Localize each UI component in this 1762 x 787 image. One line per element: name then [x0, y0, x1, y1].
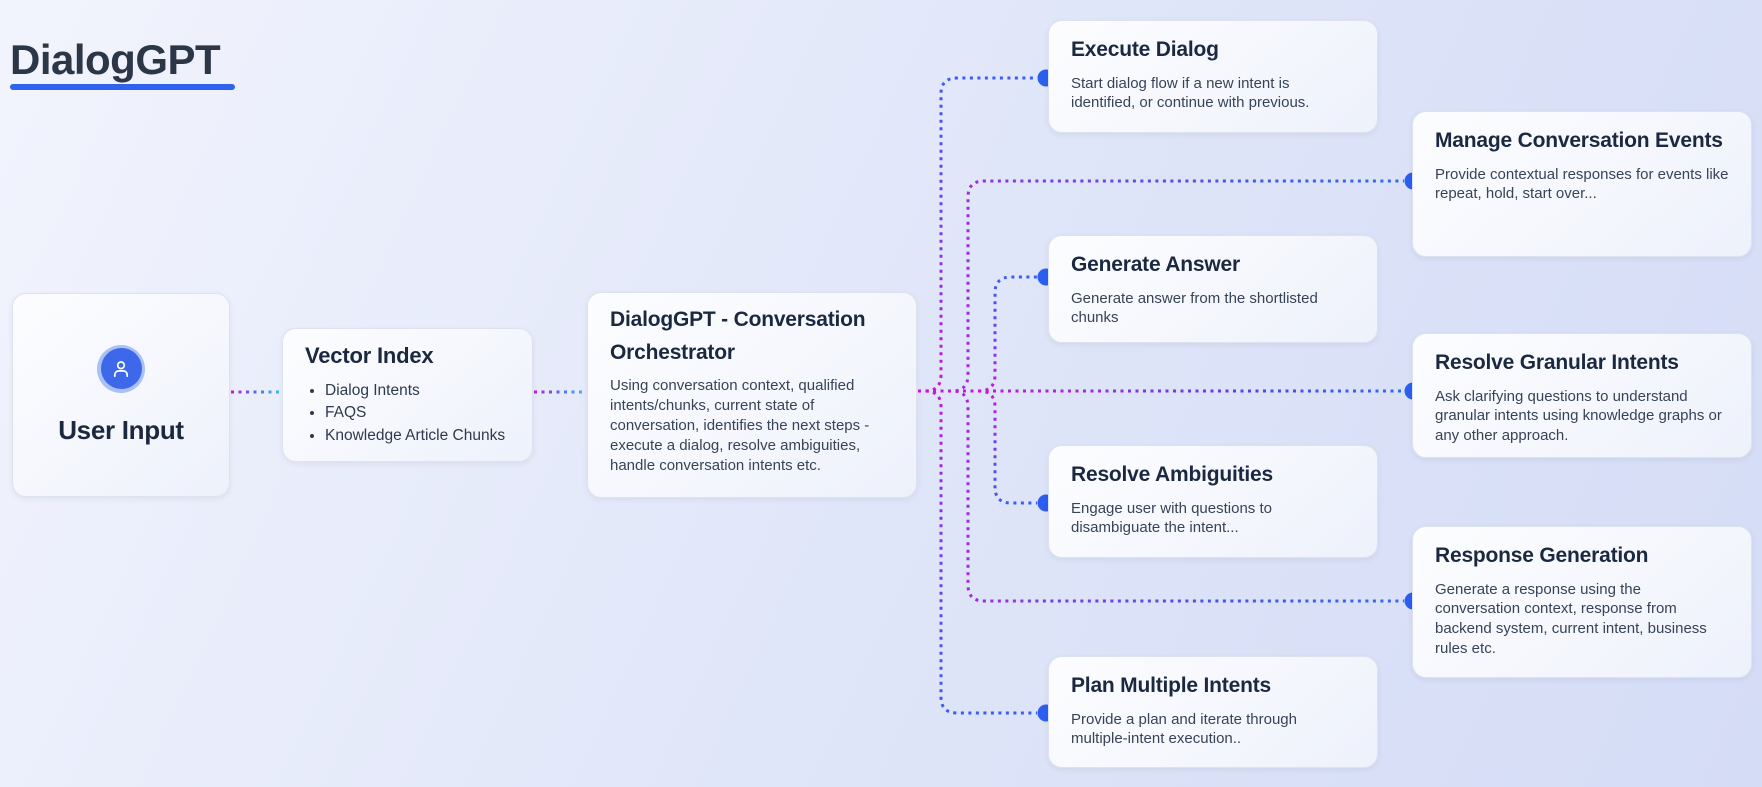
plan-multiple-intents-description: Provide a plan and iterate through multi… — [1071, 710, 1297, 748]
edge-orchestrator-execute-dialog — [918, 76, 1037, 393]
node-execute-dialog[interactable]: Execute Dialog Start dialog flow if a ne… — [1048, 20, 1378, 133]
execute-dialog-description: Start dialog flow if a new intent is ide… — [1071, 74, 1310, 112]
node-user-input[interactable]: User Input — [12, 293, 230, 497]
resolve-ambiguities-title: Resolve Ambiguities — [1071, 463, 1273, 486]
manage-events-description: Provide contextual responses for events … — [1435, 165, 1729, 203]
plan-multiple-intents-title: Plan Multiple Intents — [1071, 674, 1271, 697]
granular-intents-description: Ask clarifying questions to understand g… — [1435, 387, 1722, 445]
list-item: Dialog Intents — [325, 380, 510, 402]
orchestrator-title: DialogGPT - Conversation Orchestrator — [610, 308, 866, 364]
list-item: Knowledge Article Chunks — [325, 425, 510, 447]
execute-dialog-title: Execute Dialog — [1071, 38, 1219, 61]
generate-answer-title: Generate Answer — [1071, 253, 1240, 276]
title-underline — [10, 84, 235, 90]
resolve-ambiguities-description: Engage user with questions to disambigua… — [1071, 499, 1272, 537]
node-plan-multiple-intents[interactable]: Plan Multiple Intents Provide a plan and… — [1048, 656, 1378, 768]
generate-answer-description: Generate answer from the shortlisted chu… — [1071, 289, 1318, 327]
edge-orchestrator-resolve-ambiguities — [918, 389, 1037, 505]
page-title: DialogGPT — [10, 36, 221, 84]
node-generate-answer[interactable]: Generate Answer Generate answer from the… — [1048, 235, 1378, 343]
edge-orchestrator-generate-answer — [918, 275, 1037, 393]
vector-index-title: Vector Index — [305, 343, 434, 368]
manage-events-title: Manage Conversation Events — [1435, 129, 1723, 152]
node-resolve-ambiguities[interactable]: Resolve Ambiguities Engage user with que… — [1048, 445, 1378, 558]
node-manage-conversation-events[interactable]: Manage Conversation Events Provide conte… — [1412, 111, 1752, 257]
node-vector-index[interactable]: Vector Index Dialog Intents FAQS Knowled… — [282, 328, 533, 462]
node-orchestrator[interactable]: DialogGPT - Conversation Orchestrator Us… — [587, 292, 917, 498]
response-generation-description: Generate a response using the conversati… — [1435, 580, 1707, 658]
user-input-label: User Input — [58, 414, 184, 445]
granular-intents-title: Resolve Granular Intents — [1435, 351, 1679, 374]
list-item: FAQS — [325, 402, 510, 424]
orchestrator-description: Using conversation context, qualified in… — [610, 377, 870, 474]
vector-index-list: Dialog Intents FAQS Knowledge Article Ch… — [305, 380, 510, 447]
user-icon — [97, 344, 145, 393]
node-resolve-granular-intents[interactable]: Resolve Granular Intents Ask clarifying … — [1412, 333, 1752, 458]
edge-orchestrator-plan-multiple-intents — [918, 389, 1037, 715]
node-response-generation[interactable]: Response Generation Generate a response … — [1412, 526, 1752, 678]
response-generation-title: Response Generation — [1435, 544, 1649, 567]
